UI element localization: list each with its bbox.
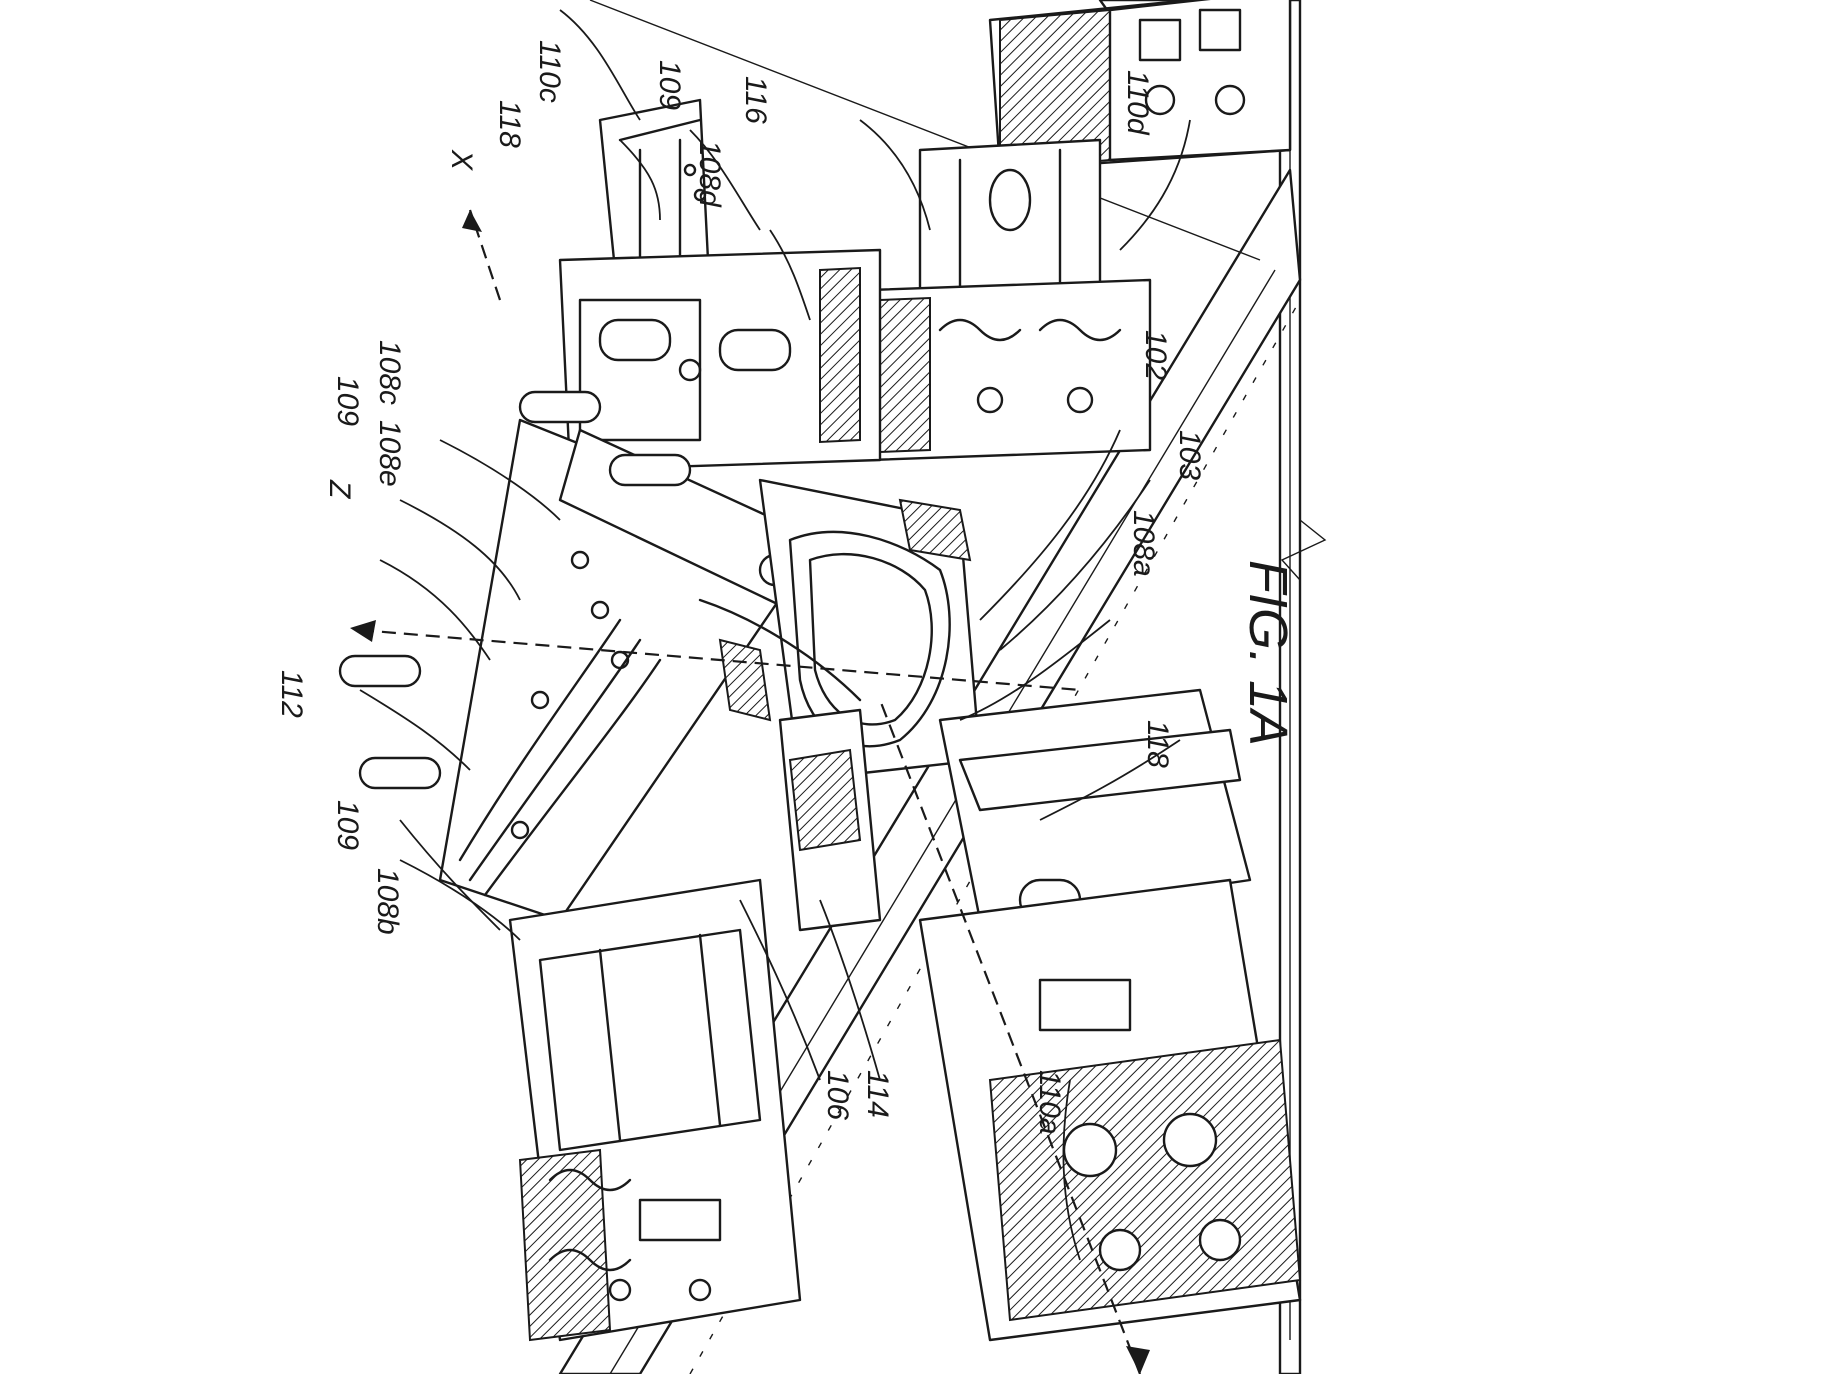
label-108b: 108b: [371, 868, 404, 935]
axis-vertical: [878, 699, 1150, 1374]
label-110d: 110d: [1121, 70, 1154, 136]
mold-core-part: [698, 478, 982, 782]
actuator-unit-110d: [868, 0, 1292, 462]
label-110a: 110a: [1033, 1070, 1066, 1135]
label-112: 112: [275, 670, 308, 718]
label-108c: 108c: [373, 340, 406, 405]
label-109-top: 109: [653, 60, 686, 110]
reference-labels: 110c 118 109 108d 116 110d 108c 109 108e…: [275, 40, 1206, 1135]
axis-z: [350, 620, 1081, 692]
label-108a: 108a: [1127, 510, 1160, 577]
actuator-unit-lower-right: [918, 688, 1302, 1342]
label-116: 116: [739, 76, 772, 124]
label-110c: 110c: [533, 40, 566, 103]
label-axis-x: X: [445, 149, 478, 171]
upper-mold-108e: [338, 390, 842, 922]
conveyor-chain: [689, 299, 1301, 1374]
label-109-mid: 109: [331, 376, 364, 426]
figure-caption: FIG. 1A: [1238, 560, 1298, 746]
label-103: 103: [1173, 430, 1206, 480]
label-114: 114: [861, 1070, 894, 1118]
label-109-left: 109: [331, 800, 364, 850]
label-118-top: 118: [493, 100, 526, 148]
actuator-unit-lower-left: [508, 708, 882, 1342]
label-axis-z: Z: [323, 479, 356, 500]
label-106: 106: [821, 1070, 854, 1120]
label-118-bottom: 118: [1141, 720, 1174, 768]
axis-x: [462, 209, 502, 301]
label-108d: 108d: [693, 140, 726, 208]
actuator-unit-110c: [558, 98, 882, 472]
label-102: 102: [1139, 330, 1172, 380]
label-108e: 108e: [373, 420, 406, 487]
leader-lines: [359, 9, 1191, 1261]
